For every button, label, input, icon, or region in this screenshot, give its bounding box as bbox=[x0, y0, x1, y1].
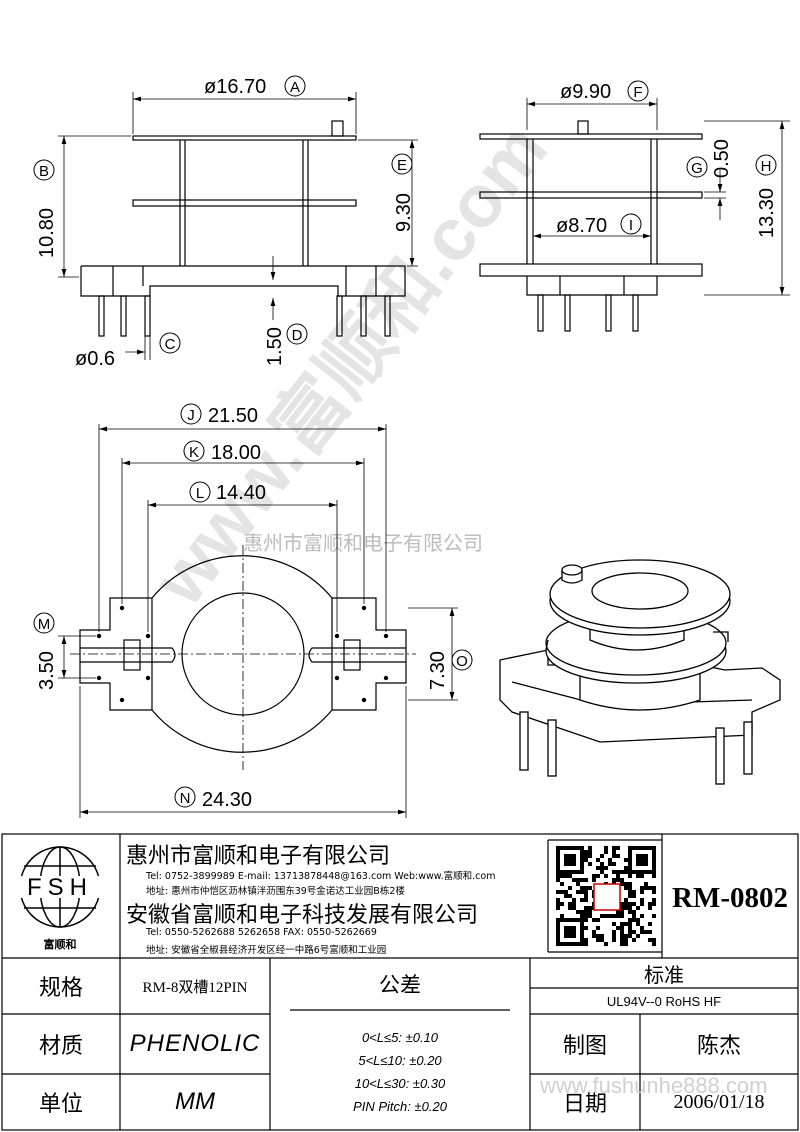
tolerance-label: 公差 bbox=[379, 973, 421, 997]
dimension-labels: ø16.70 A B 10.80 ø0.6 C 1.50 D E 9.30 ø9… bbox=[33, 75, 778, 811]
company2-address: 地址: 安徽省全椒县经济开发区经一中路6号富顺和工业园 bbox=[146, 945, 387, 956]
dim-l-value: 14.40 bbox=[216, 482, 266, 504]
dim-j-value: 21.50 bbox=[208, 405, 258, 427]
dim-g: G 0.50 bbox=[686, 139, 733, 178]
side-view bbox=[479, 120, 703, 332]
logo-text: FSH bbox=[27, 874, 93, 901]
dim-k-value: 18.00 bbox=[211, 442, 261, 464]
tolerance-line: PIN Pitch: ±0.20 bbox=[353, 1099, 447, 1114]
side-view-dims bbox=[526, 98, 790, 296]
front-view-dims bbox=[58, 92, 418, 360]
dim-f: ø9.90 F bbox=[560, 80, 649, 103]
dim-g-value: 0.50 bbox=[711, 139, 733, 178]
dim-c-id: C bbox=[165, 336, 176, 353]
dim-h-value: 13.30 bbox=[756, 188, 778, 238]
dim-a-id: A bbox=[290, 79, 300, 96]
company1-contact: Tel: 0752-3899989 E-mail: 13713878448@16… bbox=[146, 871, 496, 882]
dim-j: J 21.50 bbox=[180, 403, 258, 427]
qr-code bbox=[556, 846, 656, 946]
company1-name: 惠州市富顺和电子有限公司 bbox=[126, 844, 391, 869]
date-value: 2006/01/18 bbox=[673, 1090, 765, 1113]
tolerance-list: 0<L≤5: ±0.10 5<L≤10: ±0.20 10<L≤30: ±0.3… bbox=[270, 1026, 530, 1118]
material-label: 材质 bbox=[38, 1034, 83, 1059]
dim-o-value: 7.30 bbox=[427, 651, 449, 690]
dim-d: 1.50 D bbox=[264, 323, 308, 366]
drawn-label: 制图 bbox=[562, 1034, 607, 1059]
dim-l-id: L bbox=[196, 485, 204, 502]
dim-e-id: E bbox=[397, 157, 407, 174]
dim-b-value: 10.80 bbox=[36, 208, 58, 258]
dim-c-value: ø0.6 bbox=[75, 348, 115, 370]
dim-k: K 18.00 bbox=[183, 440, 261, 464]
date-label: 日期 bbox=[562, 1092, 607, 1117]
company2-name: 安徽省富顺和电子科技发展有限公司 bbox=[126, 903, 479, 928]
dim-g-id: G bbox=[691, 160, 703, 177]
watermark-site: www.fushunhe888.com bbox=[539, 1073, 767, 1098]
part-number: RM-0802 bbox=[672, 881, 788, 914]
dim-h: H 13.30 bbox=[755, 154, 778, 238]
dim-l: L 14.40 bbox=[189, 481, 266, 504]
dim-d-value: 1.50 bbox=[264, 327, 286, 366]
watermark-company: 惠州市富顺和电子有限公司 bbox=[243, 531, 483, 555]
tolerance-line: 5<L≤10: ±0.20 bbox=[358, 1053, 442, 1068]
top-view-dims bbox=[58, 424, 458, 818]
dim-n: N 24.30 bbox=[174, 786, 252, 811]
dim-h-id: H bbox=[761, 158, 772, 175]
watermark: www.富顺和.com 惠州市富顺和电子有限公司 bbox=[137, 108, 563, 621]
company1-address: 地址: 惠州市仲恺区沥林镇泮沥围东39号金诺达工业园B栋2楼 bbox=[146, 886, 405, 897]
dim-i-id: I bbox=[629, 217, 633, 234]
isometric-view bbox=[499, 559, 781, 785]
dim-f-value: ø9.90 bbox=[560, 81, 611, 103]
dim-k-id: K bbox=[189, 444, 199, 461]
dim-m-id: M bbox=[38, 616, 51, 633]
dim-c: ø0.6 C bbox=[75, 332, 181, 370]
dim-o-id: O bbox=[456, 653, 468, 670]
logo-band bbox=[14, 876, 106, 898]
company2-contact: Tel: 0550-5262688 5262658 FAX: 0550-5262… bbox=[146, 927, 377, 938]
dim-b-id: B bbox=[39, 163, 49, 180]
unit-value: MM bbox=[175, 1088, 215, 1115]
logo-caption: 富顺和 bbox=[44, 937, 77, 951]
title-block-frame bbox=[1, 833, 799, 1131]
dim-n-value: 24.30 bbox=[202, 789, 252, 811]
dim-b: B 10.80 bbox=[33, 159, 58, 258]
dim-o: O 7.30 bbox=[427, 649, 473, 690]
unit-label: 单位 bbox=[38, 1092, 83, 1117]
dim-e-value: 9.30 bbox=[393, 193, 415, 232]
tolerance-line: 10<L≤30: ±0.30 bbox=[354, 1076, 446, 1091]
spec-label: 规格 bbox=[38, 976, 83, 1001]
dim-m: M 3.50 bbox=[33, 612, 58, 690]
top-view-pins bbox=[96, 605, 389, 703]
front-view bbox=[80, 120, 406, 337]
dim-f-id: F bbox=[633, 84, 642, 101]
dim-a: ø16.70 A bbox=[204, 75, 306, 98]
standard-label: 标准 bbox=[644, 962, 684, 987]
spec-value: RM-8双槽12PIN bbox=[142, 979, 248, 996]
dim-d-id: D bbox=[292, 327, 303, 344]
tolerance-line: 0<L≤5: ±0.10 bbox=[361, 1030, 439, 1045]
dim-e: E 9.30 bbox=[391, 153, 415, 232]
standard-value: UL94V--0 RoHS HF bbox=[606, 993, 722, 1009]
dim-n-id: N bbox=[180, 790, 191, 807]
dim-i: ø8.70 I bbox=[556, 213, 642, 237]
dim-j-id: J bbox=[187, 407, 195, 424]
drawn-value: 陈杰 bbox=[696, 1034, 741, 1059]
dim-i-value: ø8.70 bbox=[556, 215, 607, 237]
dim-m-value: 3.50 bbox=[36, 651, 58, 690]
dim-a-value: ø16.70 bbox=[204, 76, 266, 98]
material-value: PHENOLIC bbox=[129, 1030, 261, 1057]
